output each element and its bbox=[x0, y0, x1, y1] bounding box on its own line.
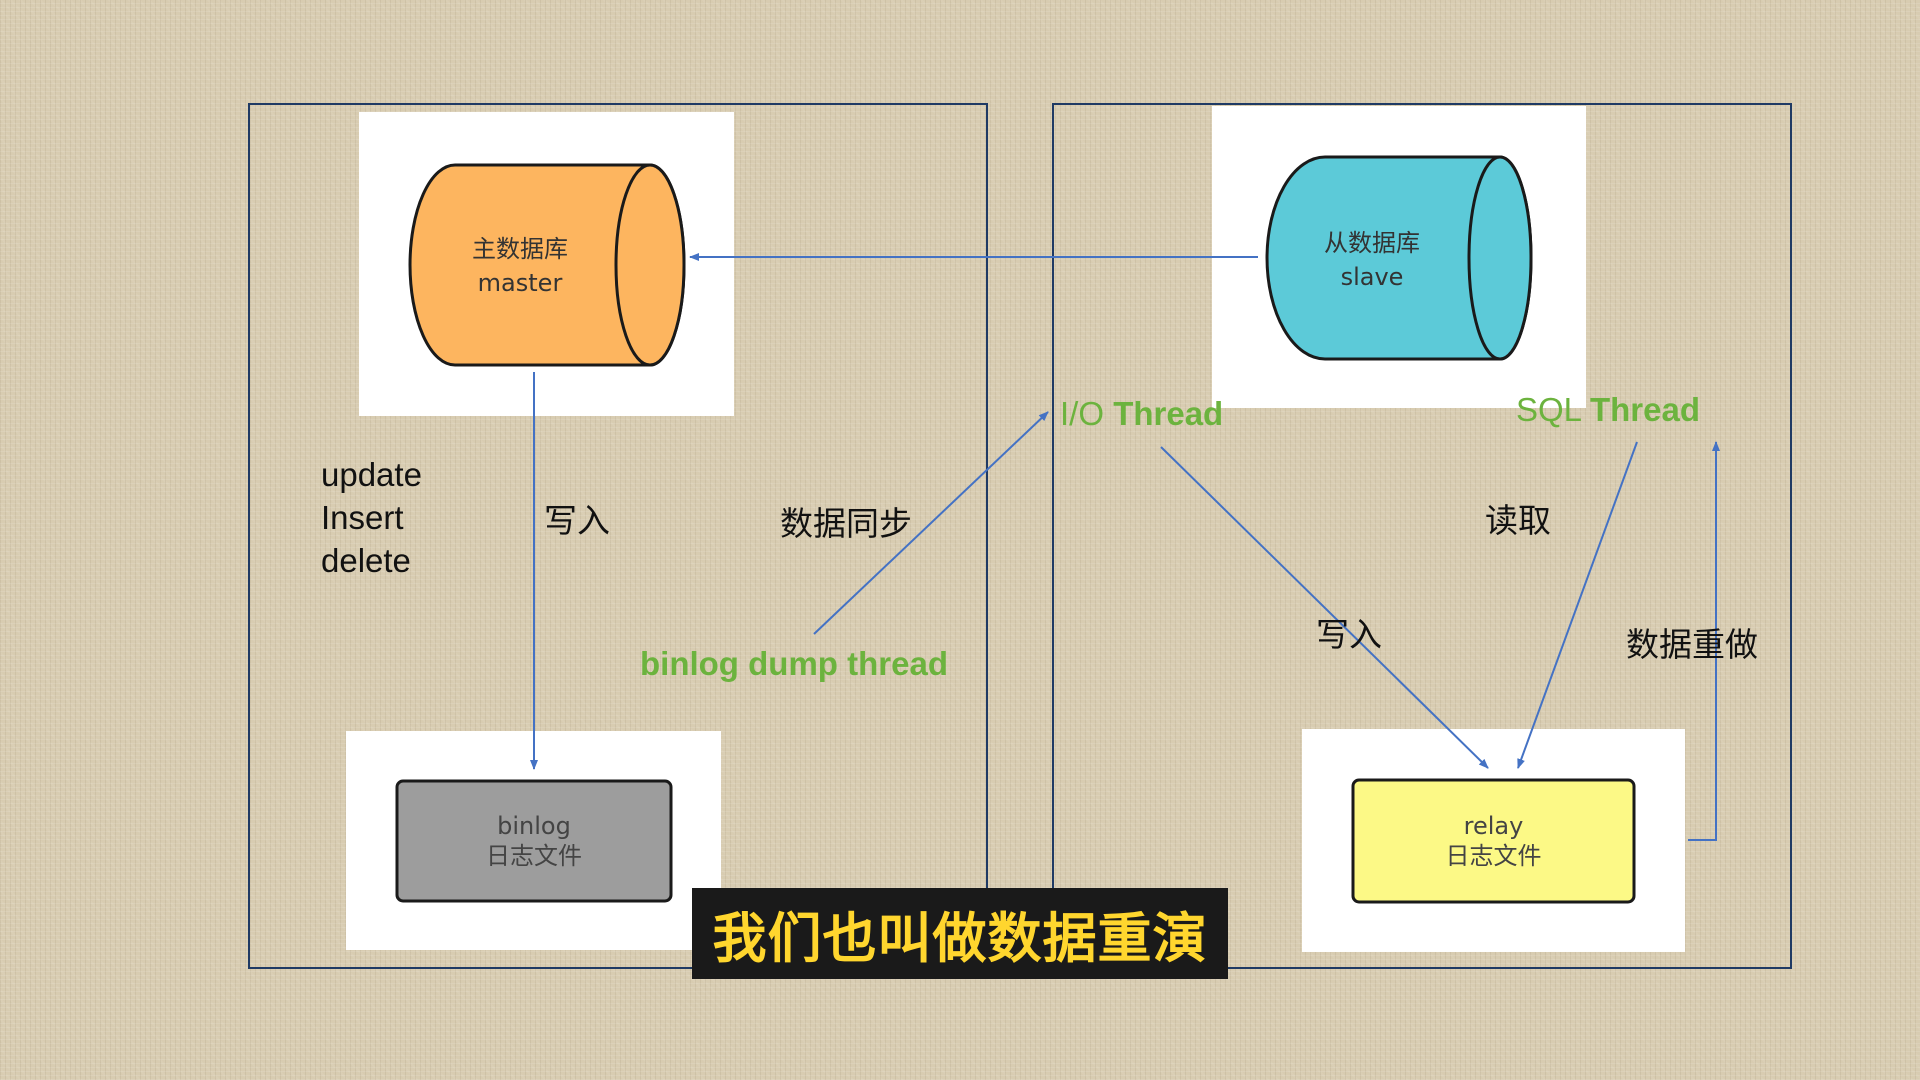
binlog-title: binlog bbox=[497, 812, 571, 840]
write-arrow-io-to-relay bbox=[1160, 446, 1489, 769]
slave-subtitle: slave bbox=[1340, 263, 1404, 291]
master-panel bbox=[248, 103, 988, 969]
relay-label: relay 日志文件 bbox=[1353, 811, 1634, 871]
binlog-dump-thread-text: binlog dump thread bbox=[640, 645, 948, 682]
relay-box bbox=[1351, 778, 1636, 904]
sql-thread-label: SQL Thread bbox=[1516, 391, 1700, 429]
binlog-dump-thread-label: binlog dump thread bbox=[640, 645, 948, 683]
sql-thread-prefix: SQL bbox=[1516, 391, 1590, 428]
master-label: 主数据库 master bbox=[420, 232, 620, 300]
slave-panel bbox=[1052, 103, 1792, 969]
operation-insert: Insert bbox=[321, 499, 404, 536]
data-sync-label: 数据同步 bbox=[780, 504, 912, 543]
io-thread-prefix: I/O bbox=[1060, 395, 1114, 432]
binlog-subtitle: 日志文件 bbox=[486, 842, 582, 870]
redo-arrow-relay-to-sql bbox=[1688, 441, 1720, 841]
slave-label: 从数据库 slave bbox=[1272, 226, 1472, 294]
write-label-right: 写入 bbox=[1316, 615, 1382, 654]
io-thread-label: I/O Thread bbox=[1060, 395, 1223, 433]
io-thread-bold: Thread bbox=[1113, 395, 1224, 432]
redo-label: 数据重做 bbox=[1626, 625, 1758, 664]
master-cylinder bbox=[408, 163, 686, 367]
read-label: 读取 bbox=[1485, 501, 1551, 540]
relay-subtitle: 日志文件 bbox=[1445, 842, 1542, 870]
master-title: 主数据库 bbox=[472, 235, 568, 263]
binlog-label: binlog 日志文件 bbox=[397, 811, 671, 871]
operations-list: update Insert delete bbox=[321, 453, 422, 582]
caption-bar: 我们也叫做数据重演 bbox=[692, 888, 1228, 979]
sql-thread-bold: Thread bbox=[1589, 391, 1701, 428]
binlog-box bbox=[395, 779, 673, 903]
relay-title: relay bbox=[1463, 812, 1524, 840]
caption-text: 我们也叫做数据重演 bbox=[712, 907, 1208, 970]
dump-arrow-to-io-thread bbox=[813, 411, 1049, 635]
operation-update: update bbox=[321, 456, 422, 493]
write-label-left: 写入 bbox=[544, 501, 610, 540]
master-subtitle: master bbox=[477, 269, 563, 297]
slave-cylinder bbox=[1265, 155, 1533, 361]
slave-title: 从数据库 bbox=[1324, 229, 1420, 257]
operation-delete: delete bbox=[321, 542, 411, 579]
read-arrow-sql-to-relay bbox=[1517, 441, 1638, 769]
